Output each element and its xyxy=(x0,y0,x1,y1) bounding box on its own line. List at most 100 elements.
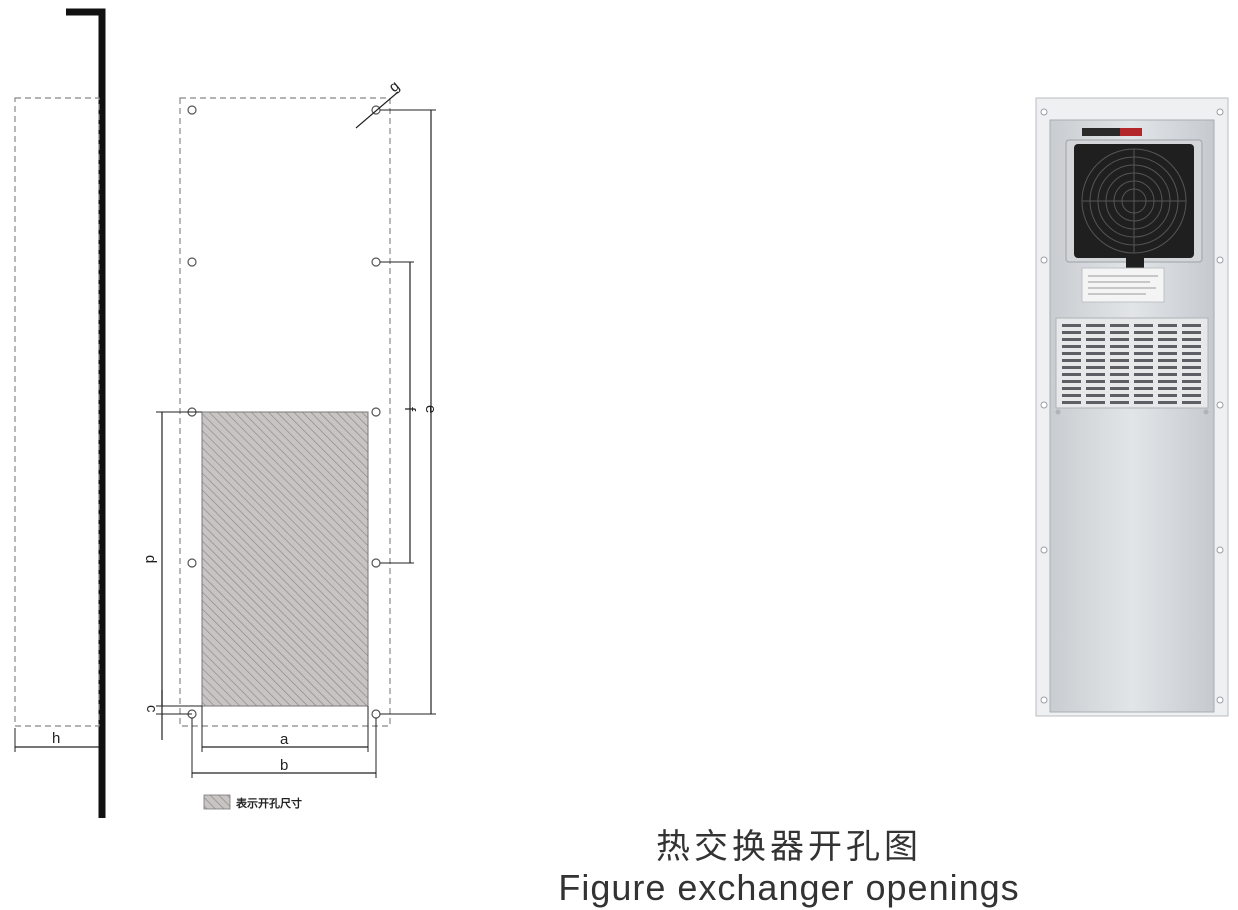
flange-hole xyxy=(1216,401,1224,409)
dim-label-e: e xyxy=(422,405,439,413)
flange-hole xyxy=(1216,256,1224,264)
vent-slot xyxy=(1062,366,1081,369)
mounting-hole xyxy=(371,709,381,719)
vent-slot xyxy=(1086,373,1105,376)
vent-slot xyxy=(1086,345,1105,348)
vent-slot xyxy=(1086,324,1105,327)
mounting-hole xyxy=(371,558,381,568)
vent-slot xyxy=(1062,338,1081,341)
vent-slot xyxy=(1158,359,1177,362)
flange-hole xyxy=(1216,108,1224,116)
vent-slot xyxy=(1110,373,1129,376)
vent-slot xyxy=(1062,324,1081,327)
vent-slot xyxy=(1086,401,1105,404)
dim-label-d: d xyxy=(142,555,159,563)
vent-slot xyxy=(1110,401,1129,404)
vent-slot xyxy=(1158,373,1177,376)
vent-slot xyxy=(1182,380,1201,383)
flange-hole xyxy=(1216,546,1224,554)
mounting-hole xyxy=(187,257,197,267)
dim-label-b: b xyxy=(280,757,288,774)
vent-slot xyxy=(1062,373,1081,376)
dim-label-a: a xyxy=(280,731,289,748)
mounting-hole xyxy=(371,407,381,417)
dim-label-g: g xyxy=(386,78,403,96)
vent-slot xyxy=(1110,352,1129,355)
vent-slot xyxy=(1158,401,1177,404)
vent-slot xyxy=(1158,324,1177,327)
vent-slot xyxy=(1062,352,1081,355)
vent-slot xyxy=(1134,324,1153,327)
dim-label-c: c xyxy=(143,705,160,713)
vent-slot xyxy=(1062,331,1081,334)
mounting-holes xyxy=(187,105,381,719)
mounting-hole xyxy=(187,105,197,115)
vent-slot xyxy=(1158,394,1177,397)
vent-slot xyxy=(1158,352,1177,355)
vent-slot xyxy=(1182,338,1201,341)
vent-slot xyxy=(1086,387,1105,390)
vent-slot xyxy=(1110,331,1129,334)
vent-slot xyxy=(1182,366,1201,369)
vent-slot xyxy=(1134,394,1153,397)
legend-swatch xyxy=(203,794,231,810)
vent-slot xyxy=(1182,345,1201,348)
label-plate xyxy=(1081,267,1165,303)
vent-slot xyxy=(1158,387,1177,390)
vent-slot xyxy=(1062,394,1081,397)
vent-slot xyxy=(1134,331,1153,334)
heat-exchanger-illustration xyxy=(1035,97,1229,717)
cabinet-wall xyxy=(66,8,106,818)
mounting-hole xyxy=(187,558,197,568)
side-unit-outline xyxy=(14,97,100,727)
vent-slot xyxy=(1134,387,1153,390)
vent-slot xyxy=(1182,352,1201,355)
flange-hole xyxy=(1040,256,1048,264)
vent-slot xyxy=(1110,380,1129,383)
legend-label: 表示开孔尺寸 xyxy=(235,796,302,810)
vent-slot xyxy=(1182,394,1201,397)
vent-slot xyxy=(1182,373,1201,376)
mounting-hole xyxy=(371,257,381,267)
flange-hole xyxy=(1216,696,1224,704)
vent-slot xyxy=(1182,359,1201,362)
vent-slot xyxy=(1182,324,1201,327)
body-screw xyxy=(1203,409,1209,415)
vent-slot xyxy=(1110,338,1129,341)
vent-slot xyxy=(1134,359,1153,362)
vent-slot xyxy=(1158,366,1177,369)
flange-hole xyxy=(1040,696,1048,704)
vent-slot xyxy=(1110,394,1129,397)
brand-strip xyxy=(1082,128,1142,136)
vent-slot xyxy=(1086,359,1105,362)
flange-hole xyxy=(1040,108,1048,116)
vent-slot xyxy=(1062,359,1081,362)
vent-slot xyxy=(1182,387,1201,390)
vent-slot xyxy=(1158,331,1177,334)
flange-hole xyxy=(1040,546,1048,554)
vent-slot xyxy=(1110,359,1129,362)
vent-slot xyxy=(1086,394,1105,397)
vent-slot xyxy=(1110,324,1129,327)
vent-slot xyxy=(1086,380,1105,383)
cutout-area xyxy=(201,411,369,707)
vent-slot xyxy=(1110,345,1129,348)
vent-slot xyxy=(1182,331,1201,334)
vent-slot xyxy=(1062,401,1081,404)
vent-slot xyxy=(1134,352,1153,355)
dim-label-h: h xyxy=(52,730,60,747)
side-view: h xyxy=(14,8,106,818)
vent-slot xyxy=(1086,331,1105,334)
vent-slot xyxy=(1158,345,1177,348)
vent-slot xyxy=(1062,380,1081,383)
vent-slot xyxy=(1134,401,1153,404)
fan-grille xyxy=(1081,148,1187,254)
vent-slot xyxy=(1158,338,1177,341)
front-view: g e f d c a b 表示开孔尺寸 xyxy=(142,78,439,810)
vent-slot xyxy=(1062,387,1081,390)
body-screw xyxy=(1055,409,1061,415)
vent-slot xyxy=(1158,380,1177,383)
vent-slot xyxy=(1086,338,1105,341)
vent-slot xyxy=(1110,366,1129,369)
